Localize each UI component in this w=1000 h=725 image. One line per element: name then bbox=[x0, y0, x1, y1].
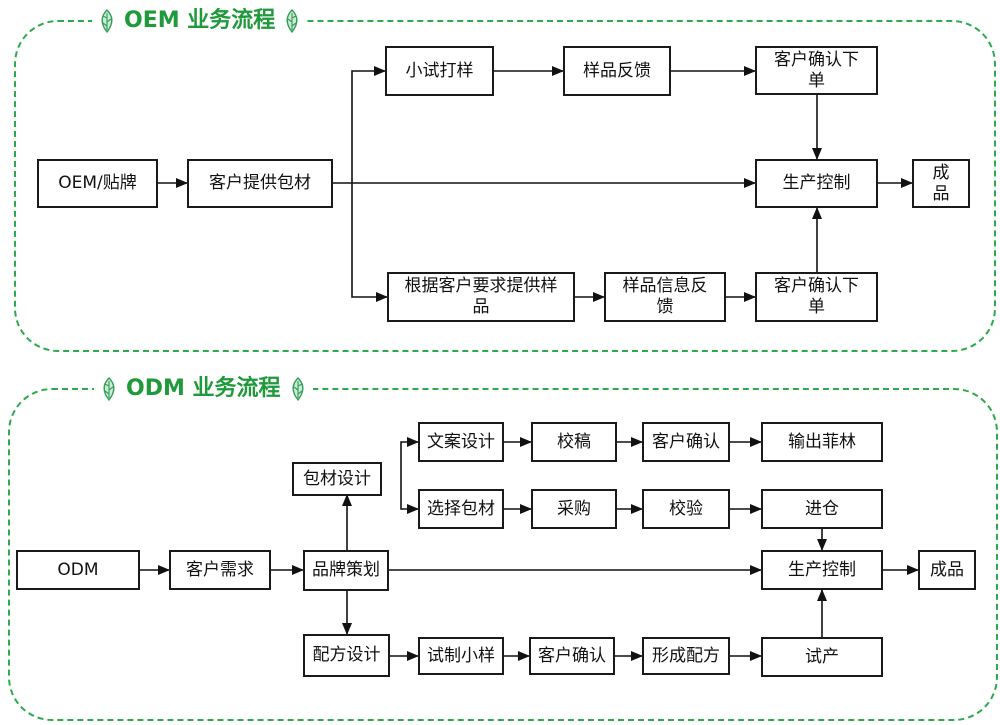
arrow-oem-branch-down bbox=[351, 183, 388, 302]
node-label: 样品反馈 bbox=[583, 60, 651, 81]
odm-node-formula-design: 配方设计 bbox=[303, 634, 390, 677]
node-label: 试产 bbox=[805, 646, 839, 667]
odm-node-packaging-design: 包材设计 bbox=[292, 462, 382, 496]
node-label: 客户需求 bbox=[186, 559, 254, 580]
odm-node-proofread: 校稿 bbox=[531, 422, 617, 462]
node-label: 根据客户要求提供样品 bbox=[404, 276, 558, 317]
oem-node-production-control: 生产控制 bbox=[755, 159, 878, 208]
oem-node-confirm-order-bottom: 客户确认下单 bbox=[755, 272, 878, 322]
odm-node-warehousing: 进仓 bbox=[761, 489, 883, 529]
leaf-ornament-icon bbox=[103, 377, 115, 402]
node-label: 校稿 bbox=[557, 431, 591, 452]
odm-node-inspection: 校验 bbox=[642, 489, 730, 529]
node-label: 品牌策划 bbox=[312, 560, 380, 580]
node-label: 成品 bbox=[932, 162, 950, 204]
arrow-odm-pack-branch-down bbox=[400, 480, 419, 514]
odm-node-customer-confirm-b: 客户确认 bbox=[529, 637, 615, 675]
odm-node-production-control: 生产控制 bbox=[761, 550, 883, 590]
odm-node-output-film: 输出菲林 bbox=[761, 422, 883, 462]
odm-node-finished: 成品 bbox=[918, 550, 976, 590]
oem-node-finished: 成品 bbox=[912, 159, 970, 208]
oem-title: OEM 业务流程 bbox=[92, 4, 308, 38]
odm-node-customer-needs: 客户需求 bbox=[169, 550, 271, 590]
odm-node-start: ODM bbox=[16, 550, 140, 590]
oem-title-text: OEM 业务流程 bbox=[124, 8, 276, 33]
node-label: 试制小样 bbox=[427, 645, 495, 666]
oem-node-small-trial: 小试打样 bbox=[385, 46, 494, 96]
oem-node-sample-feedback: 样品反馈 bbox=[563, 46, 671, 96]
node-label: 客户提供包材 bbox=[209, 173, 311, 193]
node-label: 客户确认 bbox=[652, 431, 720, 452]
leaf-ornament-icon bbox=[291, 377, 304, 402]
odm-node-form-formula: 形成配方 bbox=[642, 637, 730, 675]
oem-panel bbox=[14, 20, 996, 352]
node-label: 文案设计 bbox=[427, 431, 495, 452]
arrow-oem-branch-up bbox=[351, 66, 386, 183]
node-label: 客户确认下单 bbox=[774, 276, 859, 317]
oem-node-confirm-order-top: 客户确认下单 bbox=[755, 46, 878, 95]
odm-node-copy-design: 文案设计 bbox=[418, 422, 504, 462]
oem-node-provide-packaging: 客户提供包材 bbox=[187, 159, 333, 208]
node-label: ODM bbox=[57, 559, 99, 580]
node-label: OEM/贴牌 bbox=[58, 173, 137, 193]
oem-node-start: OEM/贴牌 bbox=[37, 159, 158, 208]
leaf-ornament-icon bbox=[101, 9, 113, 34]
node-label: 生产控制 bbox=[782, 173, 851, 193]
leaf-ornament-icon bbox=[286, 9, 298, 34]
node-label: 选择包材 bbox=[427, 498, 495, 519]
node-label: 校验 bbox=[669, 498, 703, 519]
odm-node-choose-packaging: 选择包材 bbox=[418, 489, 504, 529]
arrow-odm-pack-branch-up bbox=[400, 437, 419, 480]
node-label: 成品 bbox=[930, 559, 964, 580]
oem-node-sample-info-feedback: 样品信息反馈 bbox=[604, 272, 726, 322]
node-label: 采购 bbox=[557, 498, 591, 519]
node-label: 样品信息反馈 bbox=[622, 276, 708, 317]
odm-node-trial-production: 试产 bbox=[761, 637, 883, 677]
odm-node-brand-planning: 品牌策划 bbox=[303, 550, 389, 591]
node-label: 生产控制 bbox=[788, 559, 856, 580]
node-label: 小试打样 bbox=[405, 60, 474, 81]
node-label: 配方设计 bbox=[312, 645, 381, 665]
node-label: 进仓 bbox=[805, 498, 839, 519]
node-label: 形成配方 bbox=[652, 645, 720, 666]
odm-panel bbox=[8, 388, 998, 721]
oem-node-provide-samples: 根据客户要求提供样品 bbox=[387, 272, 575, 322]
node-label: 客户确认下单 bbox=[774, 49, 859, 91]
odm-title: ODM 业务流程 bbox=[94, 372, 313, 406]
odm-node-procurement: 采购 bbox=[531, 489, 617, 529]
odm-title-text: ODM 业务流程 bbox=[126, 376, 281, 401]
node-label: 包材设计 bbox=[303, 468, 371, 489]
node-label: 输出菲林 bbox=[788, 431, 856, 452]
node-label: 客户确认 bbox=[538, 645, 606, 666]
odm-node-trial-sample: 试制小样 bbox=[418, 637, 504, 675]
odm-node-customer-confirm-a: 客户确认 bbox=[642, 422, 730, 462]
